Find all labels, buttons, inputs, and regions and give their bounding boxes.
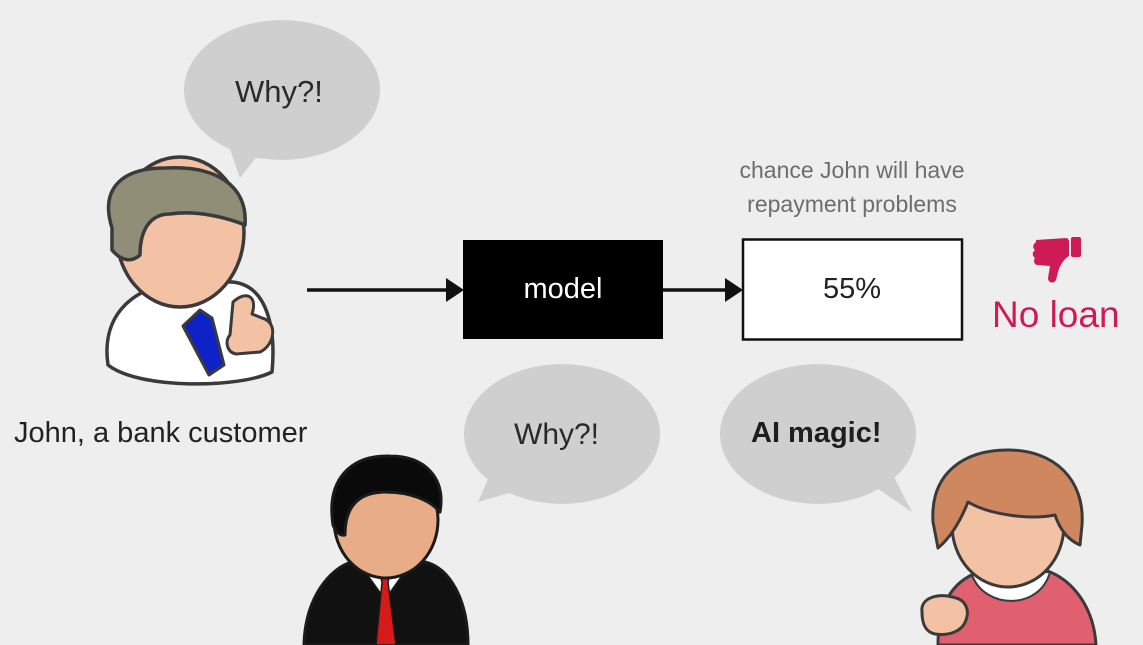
arrow-input-to-model bbox=[307, 278, 464, 302]
customer-label: John, a bank customer bbox=[14, 417, 308, 449]
analyst-figure bbox=[920, 448, 1098, 645]
customer-question: Why?! bbox=[235, 74, 323, 109]
output-box bbox=[741, 238, 964, 341]
analyst-answer: AI magic! bbox=[751, 417, 882, 449]
speech-bubble-analyst bbox=[720, 364, 916, 512]
banker-figure bbox=[302, 454, 470, 645]
banker-question: Why?! bbox=[514, 418, 600, 451]
arrow-model-to-output bbox=[663, 278, 743, 302]
thumbs-down-icon bbox=[1032, 237, 1081, 283]
speech-bubble-customer bbox=[184, 20, 380, 178]
decision-label: No loan bbox=[992, 294, 1120, 335]
model-box bbox=[463, 240, 663, 339]
output-caption: chance John will have repayment problems bbox=[739, 157, 965, 217]
customer-figure bbox=[105, 155, 275, 386]
model-label: model bbox=[523, 273, 603, 305]
output-value: 55% bbox=[822, 273, 882, 305]
speech-bubble-banker bbox=[464, 364, 660, 504]
